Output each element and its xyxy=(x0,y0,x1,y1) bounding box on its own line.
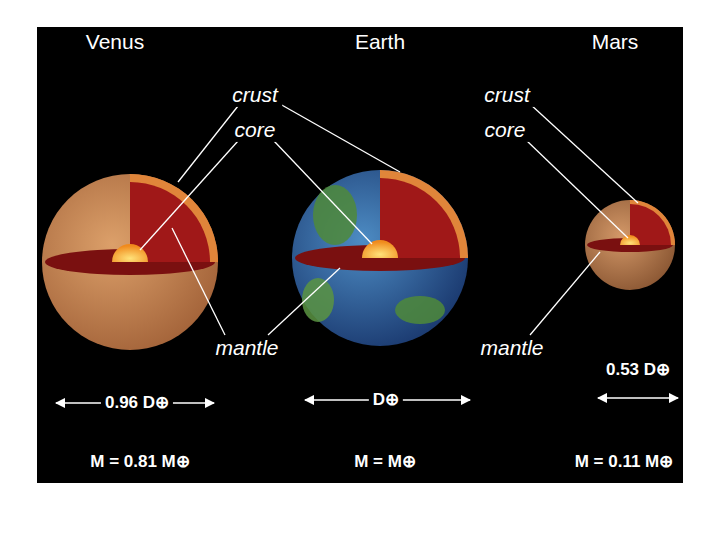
planet-venus: Venus xyxy=(42,30,218,352)
leader-line xyxy=(268,268,340,335)
dimension-line xyxy=(598,397,678,399)
planet-name: Mars xyxy=(592,30,639,54)
mass-label: M = M⊕ xyxy=(350,452,420,472)
layer-label: core xyxy=(231,118,280,142)
layer-label: core xyxy=(481,118,530,142)
leader-line xyxy=(530,252,600,335)
mass-label: M = 0.81 M⊕ xyxy=(86,452,194,472)
planet-mars: Mars xyxy=(585,30,677,292)
mars-figure xyxy=(585,200,675,290)
layer-label: mantle xyxy=(211,336,282,360)
leader-line xyxy=(280,104,400,172)
earth-figure xyxy=(292,170,468,346)
diameter-label: D⊕ xyxy=(369,390,403,410)
leader-line xyxy=(530,104,638,203)
leader-line xyxy=(172,228,225,335)
layer-label: crust xyxy=(480,83,534,107)
mass-label: M = 0.11 M⊕ xyxy=(571,452,678,472)
layer-label: crust xyxy=(228,83,282,107)
leader-line xyxy=(274,141,372,244)
leader-line xyxy=(140,141,238,250)
background-panel xyxy=(37,27,683,483)
layer-label: mantle xyxy=(476,336,547,360)
diameter-label: 0.96 D⊕ xyxy=(101,393,173,413)
venus-figure xyxy=(42,174,218,350)
planet-earth: Earth xyxy=(292,30,468,348)
planet-name: Earth xyxy=(355,30,405,54)
leader-line xyxy=(178,106,238,182)
diameter-label: 0.53 D⊕ xyxy=(602,360,674,380)
leader-lines xyxy=(140,104,638,335)
planet-name: Venus xyxy=(86,30,144,54)
leader-line xyxy=(526,140,628,238)
